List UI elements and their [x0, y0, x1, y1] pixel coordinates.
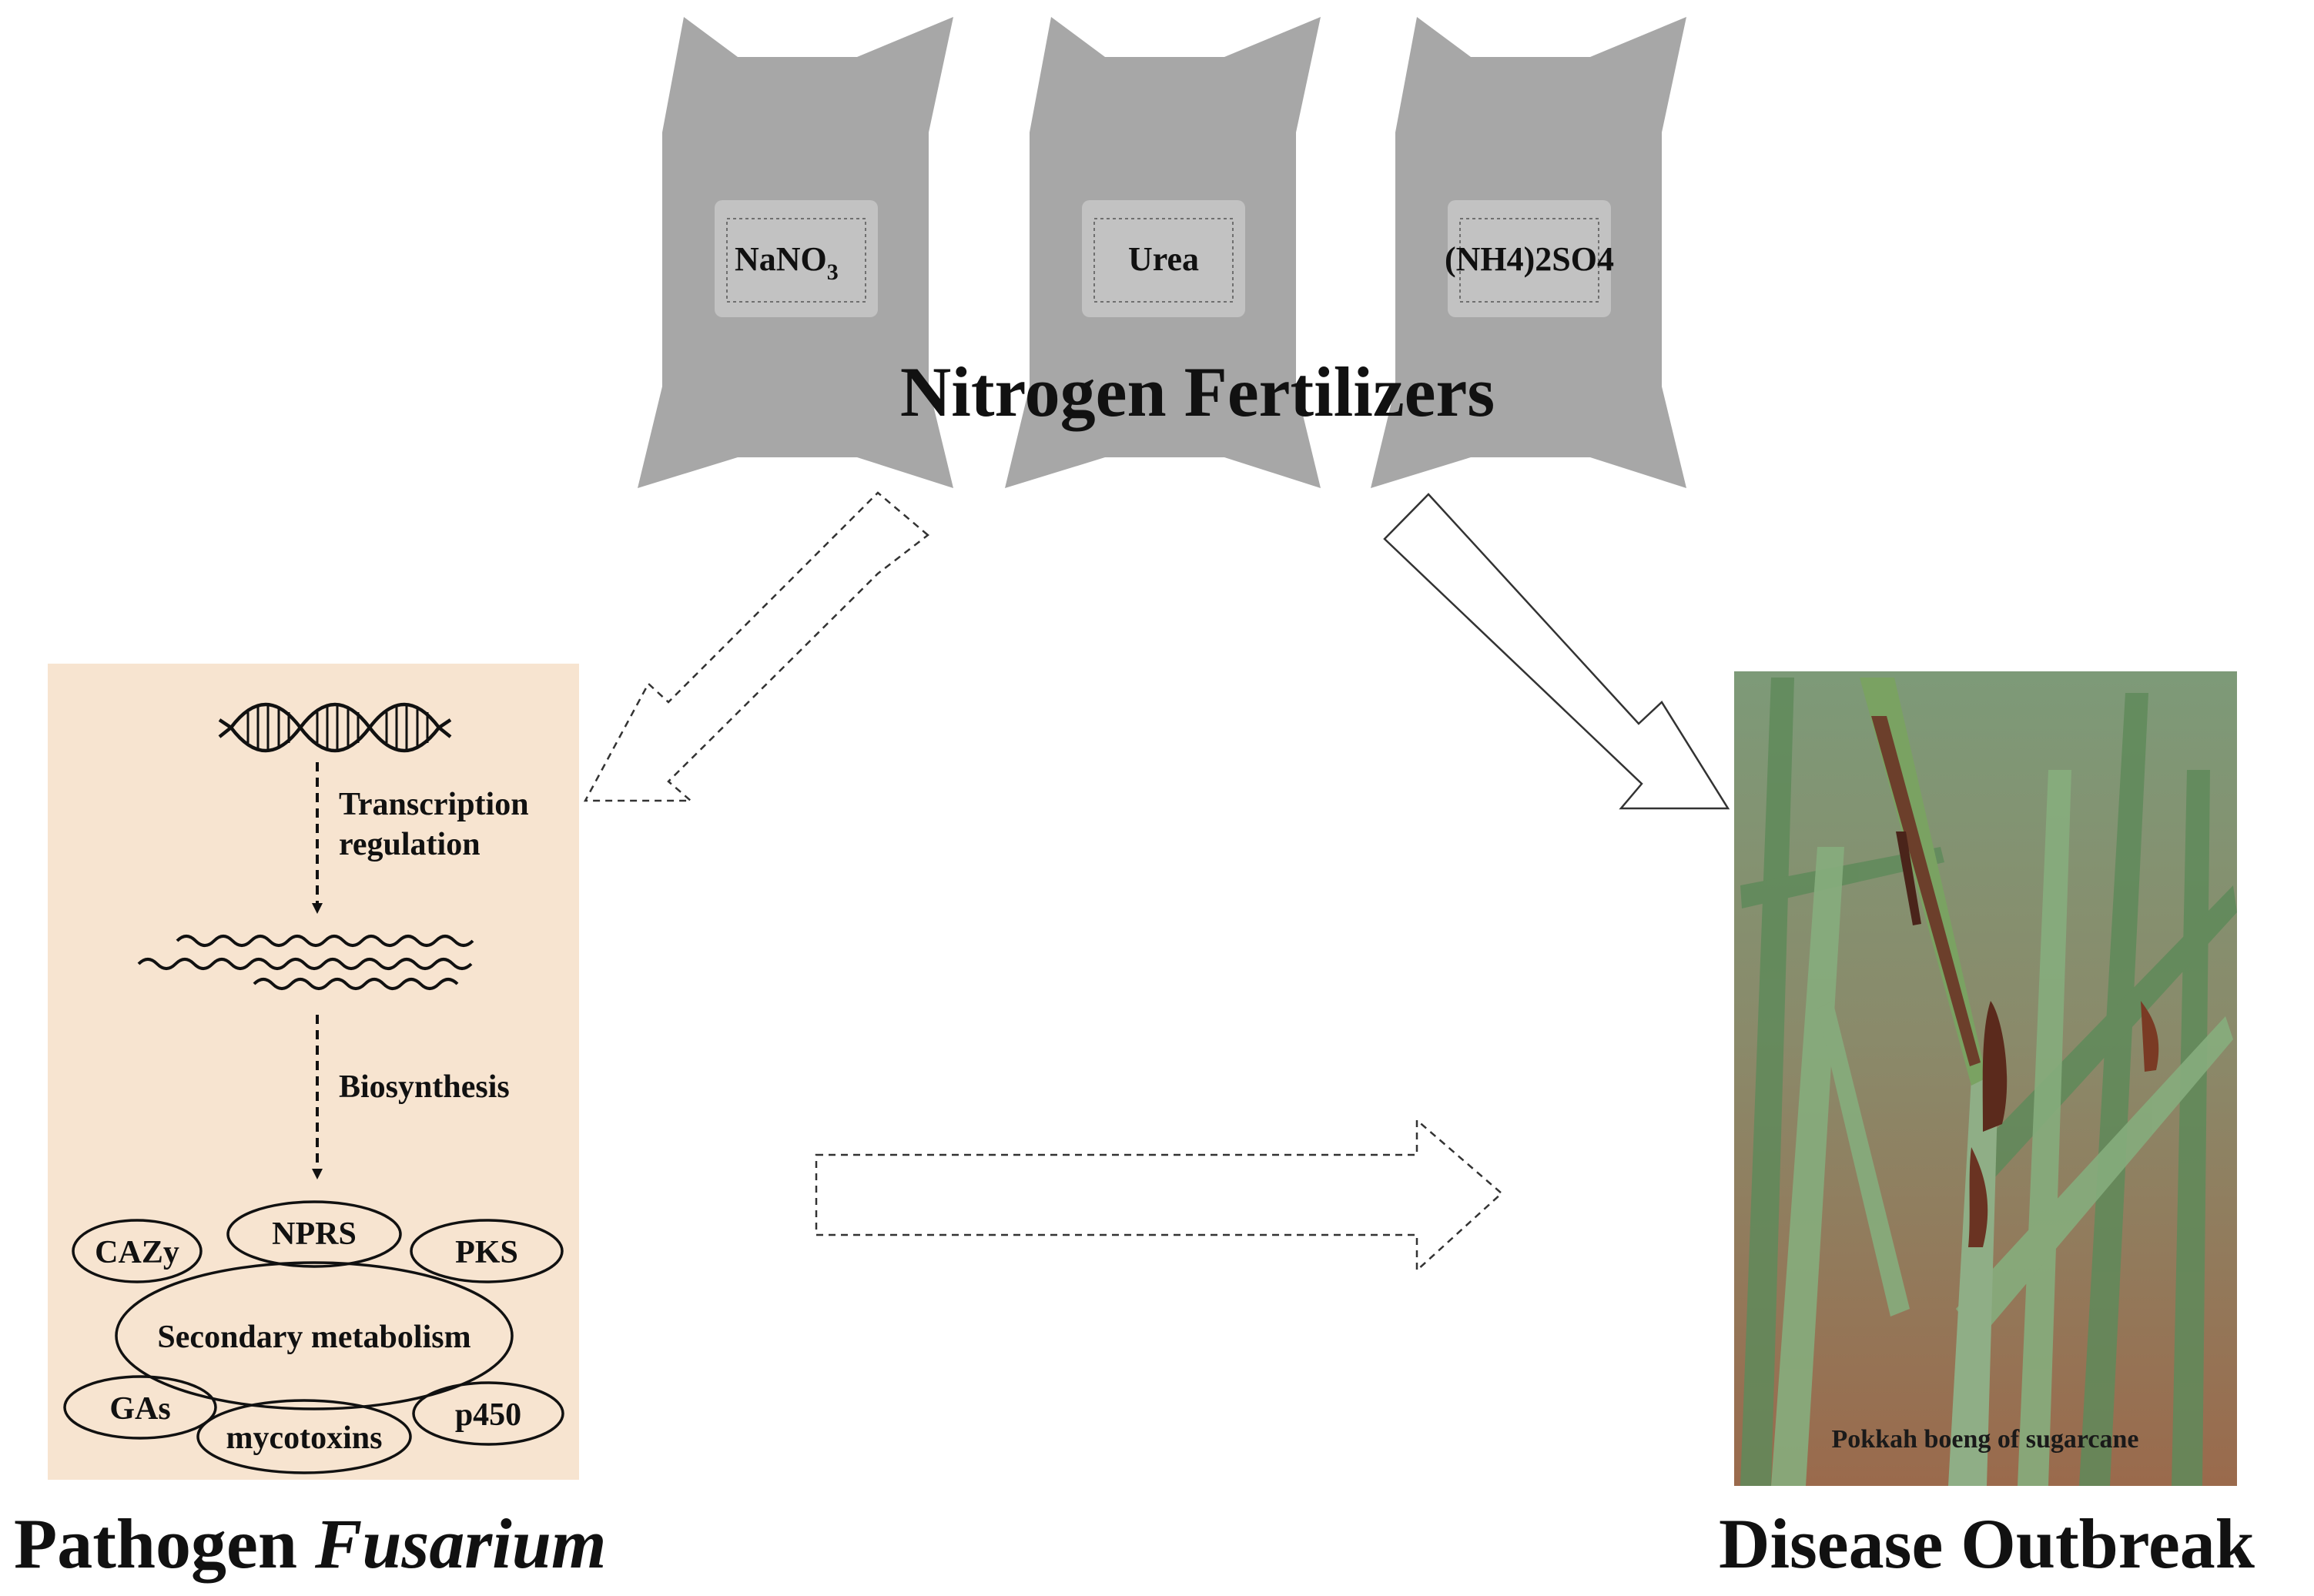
dna-icon: [218, 702, 452, 753]
fertilizer-label-urea: Urea: [1128, 240, 1199, 278]
mrna-icon: [137, 935, 474, 990]
secondary-metabolism-label: Secondary metabolism: [157, 1320, 471, 1355]
transcription-label-line2: regulation: [339, 827, 481, 862]
mycotoxins-label: mycotoxins: [226, 1420, 383, 1456]
nprs-label: NPRS: [272, 1216, 357, 1252]
disease-outbreak-title: Disease Outbreak: [1719, 1504, 2255, 1583]
pks-ellipse: [410, 1219, 564, 1283]
photo-caption: Pokkah boeng of sugarcane: [1832, 1425, 2139, 1454]
p450-label: p450: [455, 1397, 521, 1433]
bag-label-panel: [1448, 200, 1611, 317]
bag-label-panel: [1082, 200, 1245, 317]
fertilizer-label-ammonium-sulfate: (NH4)2SO4: [1445, 240, 1614, 278]
nprs-ellipse: [226, 1200, 402, 1268]
fertilizer-bag-urea: Urea: [1005, 17, 1321, 488]
dashed-arrow-pathogen-to-disease: [815, 1118, 1503, 1273]
pathogen-panel: Transcription regulation Biosynthesis Se…: [48, 664, 579, 1480]
pathogen-panel-background: [48, 664, 579, 1480]
metabolism-cluster: [63, 1200, 564, 1474]
gas-ellipse: [63, 1375, 217, 1440]
mycotoxins-ellipse: [196, 1399, 412, 1474]
secondary-metabolism-ellipse: [115, 1261, 514, 1410]
cazy-label: CAZy: [95, 1235, 179, 1270]
bag-label-panel: [715, 200, 878, 317]
p450-ellipse: [412, 1381, 564, 1446]
transcription-label-line1: Transcription: [339, 787, 529, 822]
fertilizer-bag-nano3: NaNO3: [638, 17, 953, 488]
fertilizer-bag-ammonium-sulfate: (NH4)2SO4: [1371, 17, 1686, 488]
sugarcane-photo: Pokkah boeng of sugarcane: [1734, 671, 2237, 1486]
nitrogen-fertilizers-title: Nitrogen Fertilizers: [900, 353, 1495, 431]
cazy-ellipse: [72, 1219, 203, 1283]
fertilizer-label-nano3: NaNO3: [735, 240, 839, 285]
pks-label: PKS: [455, 1235, 518, 1270]
dashed-arrow-to-pathogen: [583, 491, 929, 802]
pathogen-fusarium-title: Pathogen Fusarium: [14, 1504, 606, 1583]
gas-label: GAs: [109, 1391, 170, 1427]
solid-arrow-to-disease: [1383, 493, 1730, 810]
biosynthesis-label: Biosynthesis: [339, 1069, 510, 1105]
